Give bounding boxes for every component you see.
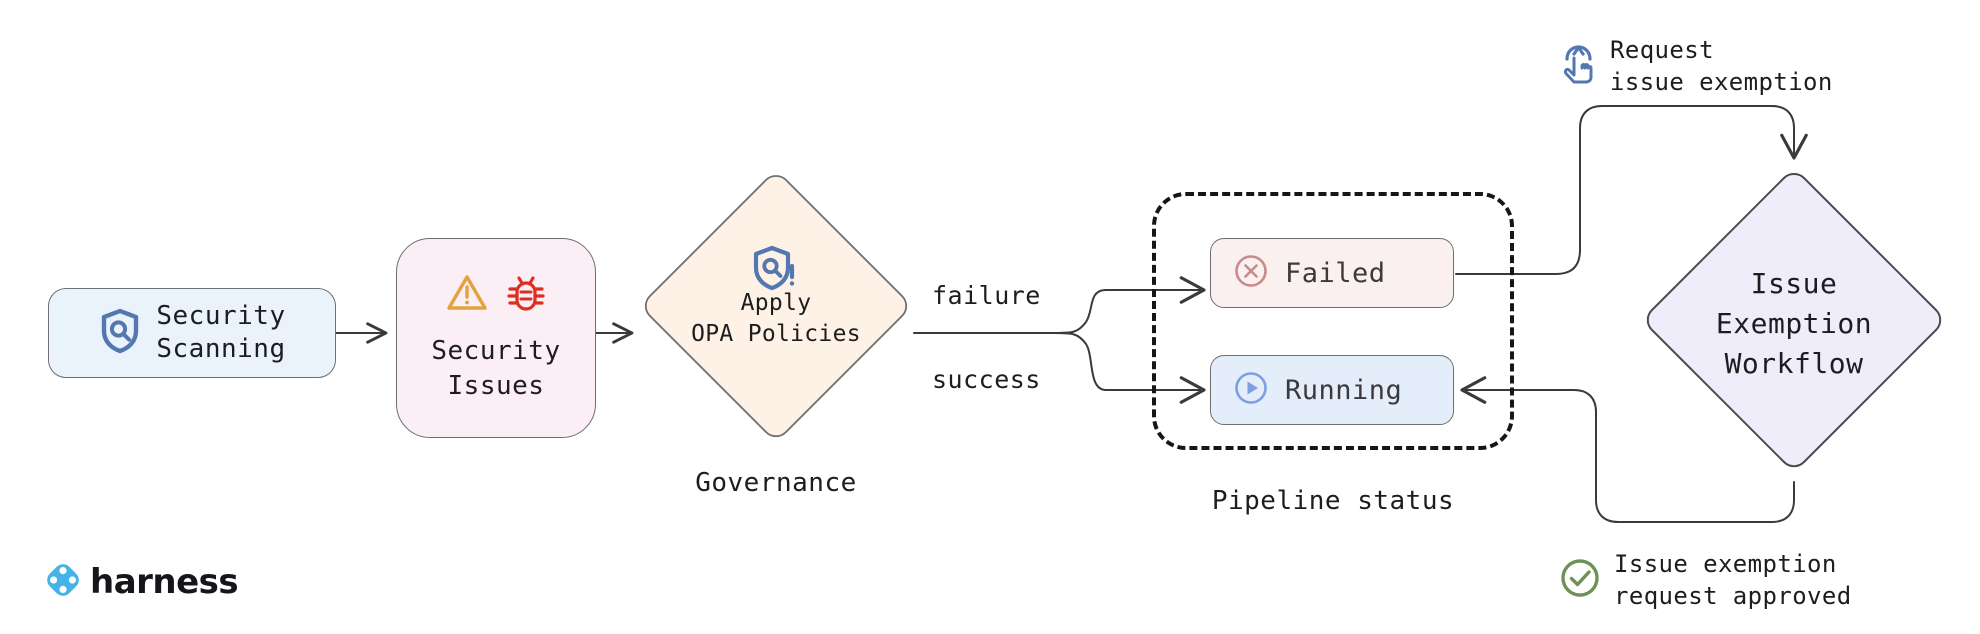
node-issue-exemption-workflow-label: Issue Exemption Workflow bbox=[1715, 267, 1873, 380]
group-pipeline-status bbox=[1152, 192, 1514, 450]
security-issues-icon-row bbox=[446, 272, 546, 318]
harness-logo: harness bbox=[46, 562, 239, 602]
shield-search-icon bbox=[98, 307, 142, 359]
warning-triangle-icon bbox=[446, 273, 488, 317]
annotation-request-approved: Issue exemption request approved bbox=[1558, 548, 1852, 613]
node-issue-exemption-workflow[interactable]: Issue Exemption Workflow bbox=[1638, 168, 1950, 480]
edge-label-success: success bbox=[932, 365, 1041, 394]
annotation-approved-text: Issue exemption request approved bbox=[1614, 550, 1852, 611]
node-status-failed-label: Failed bbox=[1285, 257, 1386, 289]
node-status-running[interactable]: Running bbox=[1210, 355, 1454, 425]
tap-gesture-icon bbox=[1558, 42, 1598, 90]
circle-play-icon bbox=[1233, 370, 1269, 410]
node-security-issues-label: Security Issues bbox=[431, 335, 561, 401]
annotation-request-text: Request issue exemption bbox=[1610, 36, 1833, 97]
node-status-failed[interactable]: Failed bbox=[1210, 238, 1454, 308]
shield-alert-icon bbox=[751, 244, 801, 300]
node-security-scanning-label: Security Scanning bbox=[156, 300, 286, 364]
harness-logo-icon bbox=[46, 563, 80, 601]
circle-x-icon bbox=[1233, 253, 1269, 293]
caption-governance: Governance bbox=[695, 468, 857, 498]
edge-label-failure: failure bbox=[932, 281, 1041, 310]
node-security-scanning[interactable]: Security Scanning bbox=[48, 288, 336, 378]
bug-icon bbox=[506, 272, 546, 318]
harness-wordmark: harness bbox=[90, 562, 239, 602]
node-status-running-label: Running bbox=[1285, 374, 1403, 406]
check-circle-icon bbox=[1558, 556, 1602, 604]
caption-pipeline-status: Pipeline status bbox=[1211, 486, 1455, 516]
node-security-issues[interactable]: Security Issues bbox=[396, 238, 596, 438]
node-apply-opa-policies[interactable]: Apply OPA Policies bbox=[638, 168, 914, 444]
annotation-request-issue-exemption: Request issue exemption bbox=[1558, 34, 1833, 99]
node-apply-opa-policies-label: Apply OPA Policies bbox=[691, 289, 861, 347]
